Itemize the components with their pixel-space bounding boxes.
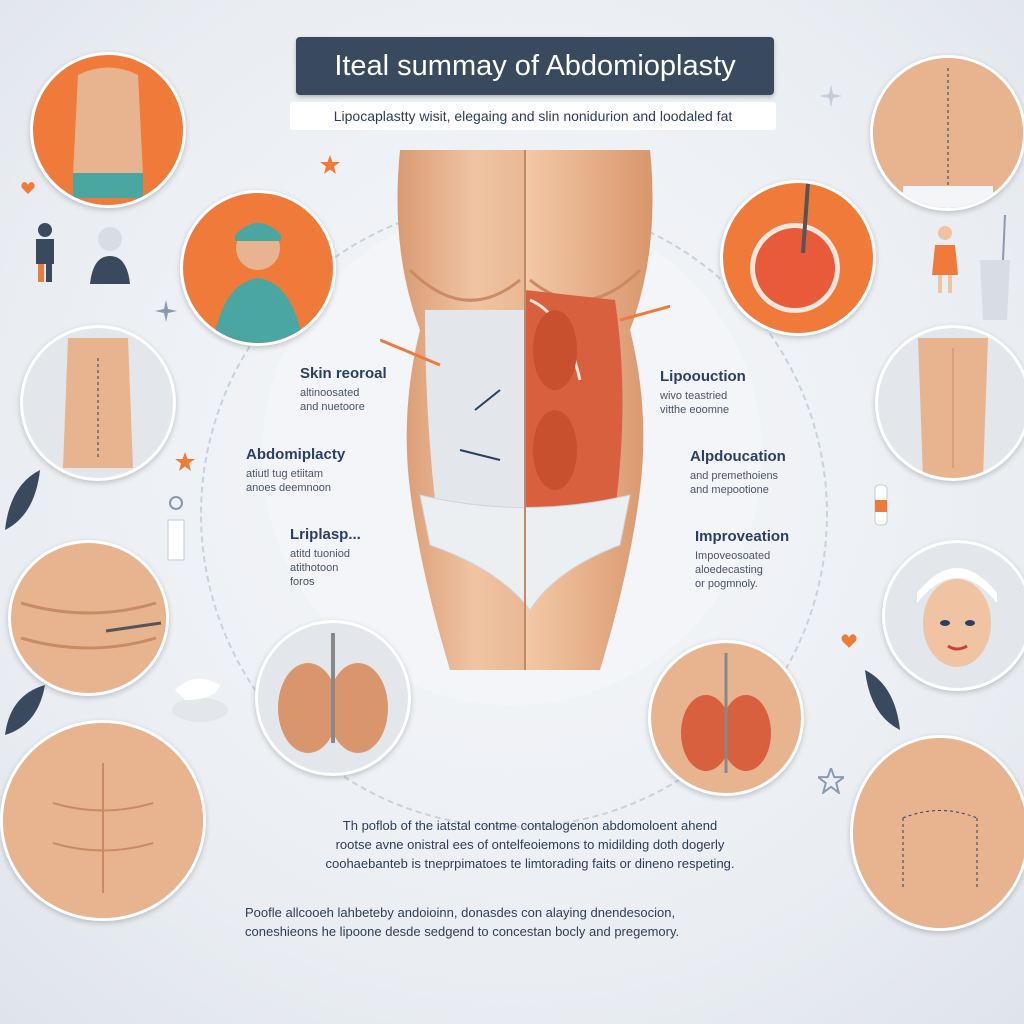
label-abdoucation-title: Alpdoucation [690, 448, 786, 465]
fat-tissue-icon [750, 183, 840, 313]
cream-jar-icon [172, 678, 228, 722]
label-liposuction-line1: wivo teastried [660, 390, 728, 402]
abdomen-bottom-right-icon [853, 738, 1024, 928]
lungs-icon [278, 633, 388, 753]
label-liposuction: Lipoouction wivo teastried vitthe eoomne [660, 368, 790, 417]
label-liposuction-line2: vitthe eoomne [660, 404, 730, 416]
cup-icon [980, 215, 1010, 320]
thumbnail-abdomen-top-right [870, 55, 1024, 211]
clamp-tool-icon [167, 496, 185, 561]
thumbnail-fat-tissue [720, 180, 876, 336]
paragraph-2-line-1: Poofle allcooeh lahbeteby andoioinn, don… [245, 905, 676, 920]
label-skin-removal: Skin reoroal altinoosated and nuetoore [300, 365, 420, 414]
label-liplasp: Lriplasp... atitd tuoniod atithotoon for… [290, 526, 400, 589]
sparkle-icon-top-right [820, 85, 842, 107]
thumbnail-abdomen-bottom-left [0, 720, 206, 921]
abdomen-abs-icon [873, 58, 1023, 208]
label-abdoucation: Alpdoucation and premethoiens and mepoot… [690, 448, 820, 497]
vial-icon [874, 484, 888, 526]
torso-illustration [380, 150, 670, 670]
label-improvement-line1: Impoveosoated [695, 550, 771, 562]
leaf-icon-right [865, 670, 900, 730]
star-outline-icon [818, 768, 844, 794]
thumbnail-surgeon [180, 190, 336, 346]
label-improvement: Improveation Impoveosoated aloedecasting… [695, 528, 825, 591]
label-abdominoplasty-line1: atiutl tug etiitam [246, 468, 324, 480]
label-liplasp-line3: foros [290, 576, 315, 588]
page-subtitle: Lipocaplastty wisit, elegaing and slin n… [290, 102, 776, 130]
star-icon-left [175, 452, 195, 471]
thumbnail-lungs-left [255, 620, 411, 776]
thumbnail-abdomen-folds [8, 540, 169, 696]
paragraph-2-line-2: coneshieons he lipoone desde sedgend to … [245, 924, 680, 939]
label-liplasp-line1: atitd tuoniod [290, 548, 350, 560]
paragraph-1-line-1: Th poflob of the iatstal contme contalog… [342, 818, 718, 833]
surgeon-icon [213, 223, 303, 343]
label-skin-line1: altinoosated [300, 387, 360, 399]
label-abdoucation-line2: and mepootione [690, 484, 769, 496]
leaf-icon-bottom [5, 685, 45, 735]
description-paragraph-2: Poofle allcooeh lahbeteby andoioinn, don… [245, 903, 805, 941]
paragraph-1-line-3: coohaebanteb is tneprpimatoes te limtora… [325, 856, 735, 871]
thumbnail-torso-markings [20, 325, 176, 481]
thumbnail-woman-face [882, 540, 1024, 691]
thumbnail-abdomen-bottom-right [850, 735, 1024, 931]
label-abdoucation-line1: and premethoiens [690, 470, 779, 482]
label-improvement-title: Improveation [695, 528, 790, 545]
thumbnail-male-torso-front [30, 52, 186, 208]
thumbnail-lungs-right [648, 640, 804, 796]
page-title: Iteal summay of Abdomioplasty [296, 37, 774, 95]
person-silhouette-icon [36, 223, 54, 282]
torso-markings-icon [63, 338, 133, 468]
woman-figure-icon [932, 226, 958, 293]
star-icon [320, 155, 340, 174]
heart-icon [21, 182, 35, 194]
label-skin-line2: and nuetoore [300, 401, 365, 413]
paragraph-1-line-2: rootse avne onistral ees of ontelfeoiemo… [335, 837, 725, 852]
label-liposuction-title: Lipoouction [660, 368, 746, 385]
leaf-icon [5, 470, 40, 530]
label-abdominoplasty-title: Abdomiplacty [246, 446, 346, 463]
thumbnail-torso-right [875, 325, 1024, 481]
woman-face-icon [917, 568, 997, 667]
label-abdominoplasty: Abdomiplacty atiutl tug etiitam anoes de… [246, 446, 381, 495]
label-improvement-line2: aloedecasting [695, 564, 763, 576]
label-liplasp-title: Lriplasp... [290, 526, 361, 543]
torso-right-icon [918, 338, 988, 478]
abdomen-icon [3, 723, 203, 918]
male-torso-icon [73, 67, 143, 198]
heart-icon-right [841, 634, 857, 648]
sparkle-icon [155, 300, 177, 322]
label-skin-title: Skin reoroal [300, 365, 387, 382]
label-abdominoplasty-line2: anoes deemnoon [246, 482, 332, 494]
label-improvement-line3: or pogmnoly. [695, 578, 758, 590]
label-liplasp-line2: atithotoon [290, 562, 339, 574]
lungs-right-icon [681, 653, 771, 773]
abdomen-folds-icon [11, 543, 166, 693]
woman-bust-icon [90, 227, 130, 284]
description-paragraph-1: Th poflob of the iatstal contme contalog… [270, 816, 790, 873]
